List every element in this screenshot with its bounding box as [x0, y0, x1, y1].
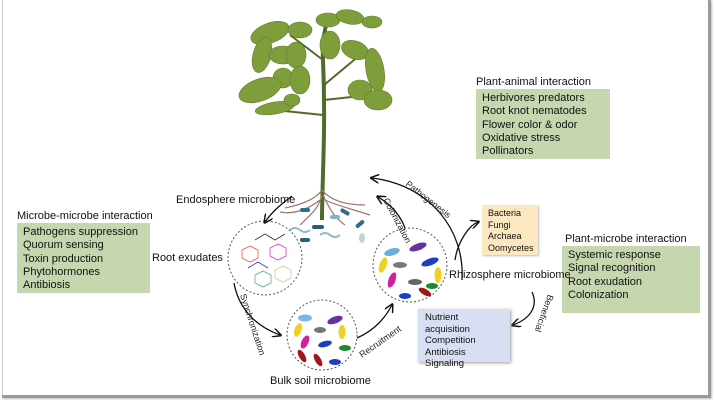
beneficial-item: Signaling: [425, 358, 465, 369]
endosphere-label: Endosphere microbiome: [176, 194, 296, 206]
plant-animal-item: Herbivores predators: [482, 92, 585, 104]
rhizosphere-circle: [372, 227, 448, 303]
arrow-colonization: [378, 197, 406, 229]
plant-microbe-item: Colonization: [568, 288, 629, 301]
plant-animal-item: Oxidative stress: [482, 131, 561, 144]
plant-microbe-box: Systemic response Signal recognition Roo…: [562, 246, 700, 313]
rhizosphere-label: Rhizosphere microbiome: [449, 269, 571, 281]
beneficial-functions-box: Nutrient acquisition Competition Antibio…: [418, 309, 510, 369]
microbe-microbe-title: Microbe-microbe interaction: [17, 210, 153, 222]
recruitment-label: Recruitment: [357, 323, 403, 359]
arrow-synchronization: [233, 282, 280, 335]
endophyte-microbes: [289, 208, 365, 243]
pathogen-item: Fungi: [488, 219, 511, 230]
plant-microbe-title: Plant-microbe interaction: [565, 233, 687, 245]
microbe-microbe-item: Toxin production: [23, 252, 104, 265]
arrow-endosphere-to-exudates: [265, 195, 293, 222]
synchronization-label: Synchronization: [238, 293, 267, 357]
plant-microbe-item: Root exudation: [568, 275, 642, 288]
rhizosphere-microbes: [378, 242, 442, 299]
arrow-beneficial: [513, 291, 535, 325]
beneficial-item: Nutrient acquisition: [425, 312, 470, 335]
plant-animal-item: Flower color & odor: [482, 118, 578, 131]
arrow-pathogen-box: [454, 222, 478, 261]
pathogen-types-box: Bacteria Fungi Archaea Oomycetes: [482, 205, 538, 255]
microbe-microbe-box: Pathogens suppression Quorum sensing Tox…: [17, 223, 150, 293]
pathogenesis-label: Pathogenesis: [404, 179, 454, 221]
pathogen-item: Oomycetes: [488, 242, 534, 253]
plant-microbe-item: Systemic response: [568, 249, 661, 261]
plant-illustration: [238, 9, 393, 243]
plant-animal-item: Pollinators: [482, 145, 534, 158]
microbe-microbe-item: Quorum sensing: [23, 239, 104, 252]
root-exudates-circle: [227, 220, 303, 296]
arrow-recruitment: [356, 305, 392, 339]
beneficial-item: Antibiosis: [425, 346, 466, 358]
plant-stem: [320, 14, 330, 221]
frame-left-border: [2, 0, 3, 395]
microbe-microbe-item: Antibiosis: [23, 279, 71, 292]
root-exudates-label: Root exudates: [152, 252, 223, 264]
pathogen-item: Bacteria: [488, 208, 522, 218]
beneficial-item: Competition: [425, 335, 476, 346]
microbe-microbe-item: Phytohormones: [23, 265, 101, 278]
plant-microbe-item: Signal recognition: [568, 262, 656, 275]
beneficial-label: Beneficial: [533, 293, 556, 333]
microbe-microbe-item: Pathogens suppression: [23, 226, 138, 238]
plant-animal-title: Plant-animal interaction: [476, 76, 591, 88]
bulk-soil-microbes: [293, 314, 351, 367]
bulk-soil-circle: [286, 299, 358, 371]
bulk-soil-label: Bulk soil microbiome: [270, 375, 371, 387]
plant-animal-item: Root knot nematodes: [482, 105, 587, 118]
pathogen-item: Archaea: [488, 231, 522, 241]
plant-animal-box: Herbivores predators Root knot nematodes…: [476, 89, 610, 159]
arrow-pathogenesis: [372, 178, 463, 281]
